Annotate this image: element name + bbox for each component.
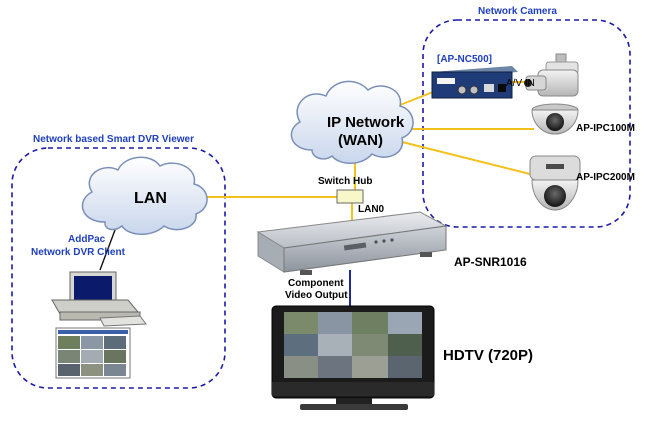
- lan-port-label: LAN0: [358, 204, 385, 215]
- pc-client: [51, 271, 147, 327]
- client-label-line1: AddPac: [68, 234, 106, 245]
- wan-label-line1: IP Network: [327, 114, 405, 131]
- viewer-group-box: [11, 147, 226, 389]
- cam2-label: AP-IPC200M: [576, 172, 635, 183]
- client-screenshot: [55, 327, 131, 379]
- dome-camera-1: [531, 103, 579, 135]
- switch-hub: [336, 189, 364, 204]
- encoder-device: [431, 66, 518, 99]
- hdtv-label: HDTV (720P): [443, 347, 534, 364]
- nvr-label: AP-SNR1016: [454, 255, 527, 269]
- dome-camera-2: [529, 155, 581, 211]
- video-output-line2: Video Output: [285, 290, 348, 301]
- viewer-title: Network based Smart DVR Viewer: [33, 134, 194, 145]
- network-camera-group-box: [422, 19, 631, 228]
- lan-label: LAN: [134, 190, 167, 207]
- switch-label: Switch Hub: [318, 176, 373, 187]
- video-output-line1: Component: [288, 278, 344, 289]
- network-camera-title: Network Camera: [478, 6, 557, 17]
- link-wan-cam2: [401, 141, 539, 177]
- cam1-label: AP-IPC100M: [576, 123, 635, 134]
- encoder-tag: [AP-NC500]: [437, 54, 493, 65]
- ptz-camera: [524, 53, 579, 97]
- encoder-port-label: A/V IN: [506, 78, 535, 89]
- lan-cloud: [81, 156, 208, 235]
- wan-label-line2: (WAN): [338, 132, 383, 149]
- hdtv: [271, 305, 435, 410]
- nvr-device: [256, 211, 448, 275]
- wan-cloud: [290, 80, 414, 164]
- client-label-line2: Network DVR Client: [31, 247, 125, 258]
